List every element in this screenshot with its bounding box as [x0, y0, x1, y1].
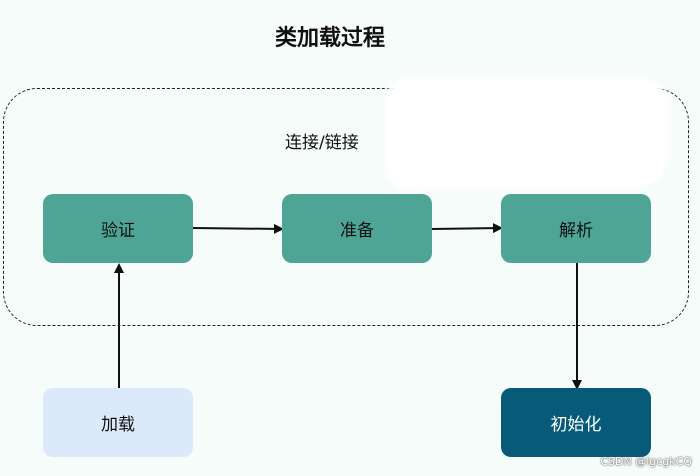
erased-patch: [385, 78, 670, 190]
diagram-title: 类加载过程: [274, 26, 385, 51]
node-verify-label: 验证: [101, 221, 135, 241]
node-resolve-label: 解析: [559, 221, 593, 241]
node-load: 加载: [43, 388, 193, 457]
node-prepare-label: 准备: [340, 221, 374, 241]
linking-group-label: 连接/链接: [285, 133, 359, 153]
node-load-label: 加载: [101, 415, 135, 435]
watermark-text: CSDN @lgcgkCQ: [600, 455, 692, 468]
node-init: 初始化: [501, 388, 651, 457]
arrow-verify-to-prepare: [192, 223, 284, 234]
linking-group-boundary: [3, 88, 689, 326]
node-verify: 验证: [43, 194, 193, 263]
node-resolve: 解析: [501, 194, 651, 263]
node-prepare: 准备: [282, 194, 432, 263]
arrow-prepare-to-resolve: [431, 223, 503, 234]
node-init-label: 初始化: [550, 415, 602, 435]
